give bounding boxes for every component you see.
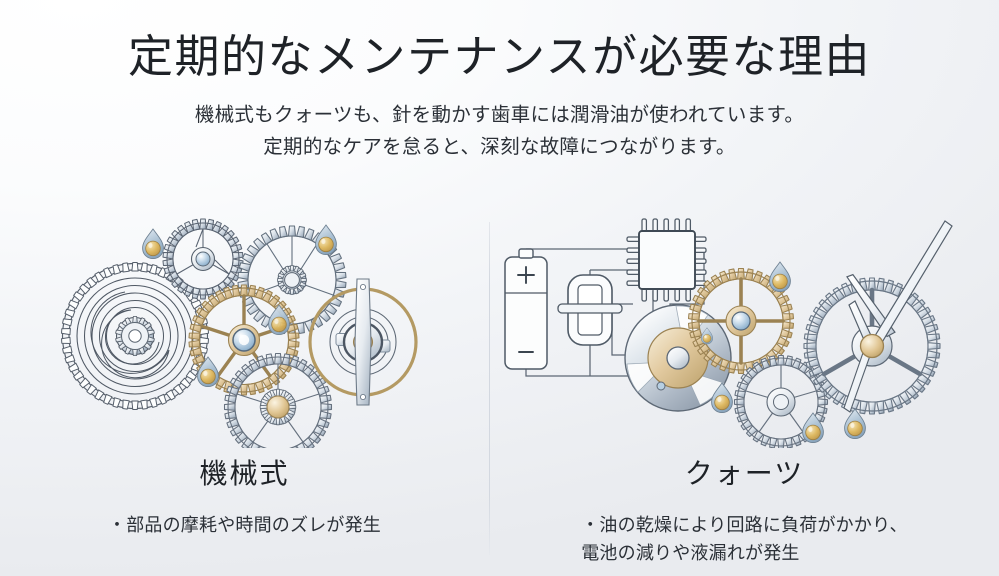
oil-droplet-icon bbox=[315, 224, 337, 256]
upper-steel-gear-icon bbox=[162, 218, 244, 300]
mechanical-watch-movement-illustration bbox=[0, 200, 489, 448]
caption-description: ・部品の摩耗や時間のズレが発生 bbox=[108, 515, 381, 535]
ic-chip-icon bbox=[626, 218, 707, 302]
page-subtitle: 機械式もクォーツも、針を動かす歯車には潤滑油が使われています。 定期的なケアを怠… bbox=[194, 104, 805, 158]
panel-mechanical: 機械式 ・部品の摩耗や時間のズレが発生 bbox=[0, 200, 489, 576]
header: 定期的なメンテナンスが必要な理由 機械式もクォーツも、針を動かす歯車には潤滑油が… bbox=[0, 0, 999, 163]
oil-droplet-icon bbox=[769, 261, 791, 293]
quartz-watch-movement-illustration bbox=[490, 200, 999, 448]
oil-droplet-icon bbox=[142, 228, 164, 260]
page-title: 定期的なメンテナンスが必要な理由 bbox=[127, 31, 872, 82]
caption-quartz: クォーツ ・油の乾燥により回路に負荷がかかり、 電池の減りや液漏れが発生 bbox=[490, 452, 999, 568]
panel-quartz: クォーツ ・油の乾燥により回路に負荷がかかり、 電池の減りや液漏れが発生 bbox=[490, 200, 999, 576]
panel-divider bbox=[489, 222, 490, 555]
battery-icon bbox=[504, 248, 548, 370]
quartz-crystal-icon bbox=[557, 274, 623, 346]
steel-gear-lower-icon bbox=[223, 352, 333, 448]
watch-hand-icon bbox=[843, 220, 953, 413]
caption-title: 機械式 bbox=[199, 458, 290, 489]
caption-description: ・油の乾燥により回路に負荷がかかり、 電池の減りや液漏れが発生 bbox=[581, 515, 908, 563]
caption-mechanical: 機械式 ・部品の摩耗や時間のズレが発生 bbox=[0, 452, 489, 540]
balance-bridge-icon bbox=[354, 278, 372, 406]
hand-hub-icon bbox=[859, 333, 885, 359]
barrel-arbor-gear bbox=[115, 316, 155, 356]
caption-title: クォーツ bbox=[684, 458, 805, 489]
